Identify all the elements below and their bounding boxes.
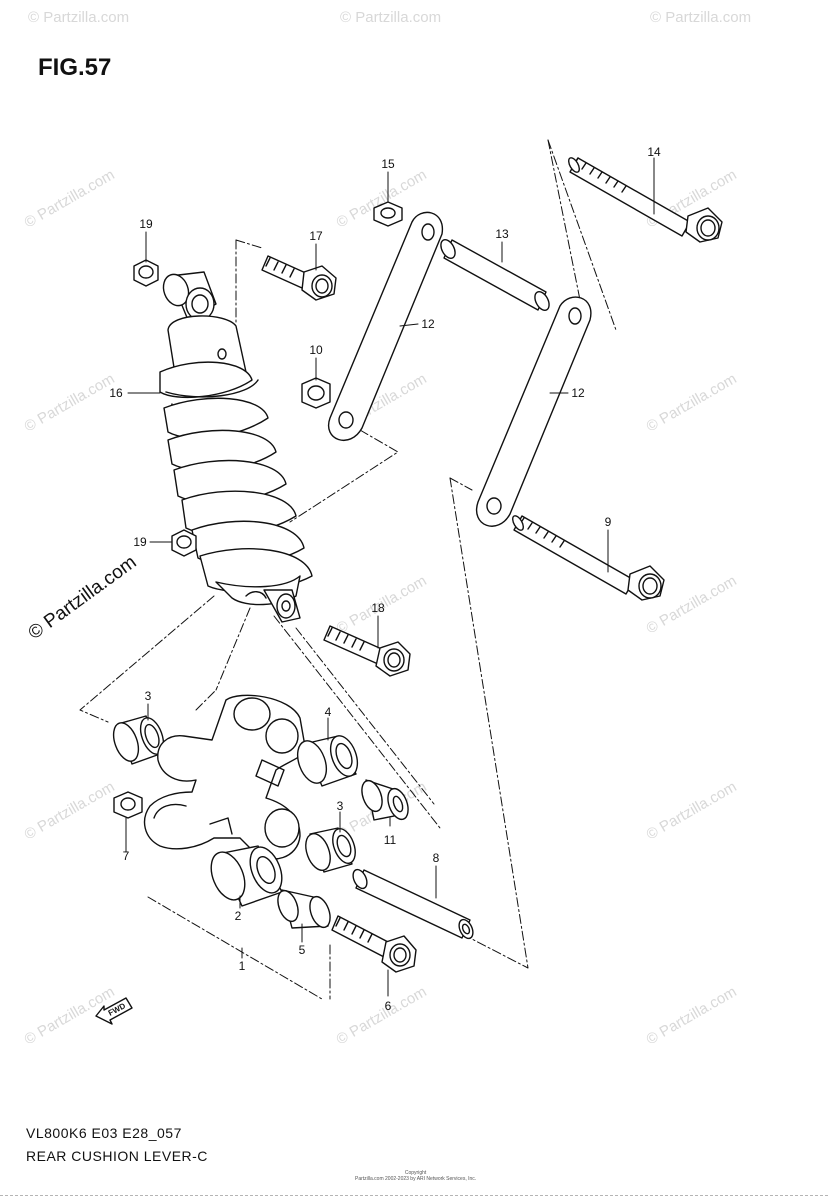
callout-1: 1 (239, 959, 246, 973)
watermark-text: © Partzilla.com (22, 778, 118, 843)
callout-9: 9 (605, 515, 612, 529)
part-7-nut (113, 791, 143, 819)
callout-12b: 12 (571, 386, 585, 400)
figure-caption: REAR CUSHION LEVER-C (26, 1148, 208, 1164)
callout-12a: 12 (421, 317, 435, 331)
watermark-text: © Partzilla.com (644, 370, 740, 435)
watermark-text: © Partzilla.com (22, 370, 118, 435)
part-3-bushing-left (112, 715, 165, 765)
part-17-bolt (261, 255, 337, 301)
bottom-divider (0, 1195, 828, 1196)
callout-5: 5 (299, 943, 306, 957)
callout-14: 14 (647, 145, 661, 159)
watermark-text: © Partzilla.com (340, 9, 441, 26)
watermark-text: © Partzilla.com (650, 9, 751, 26)
watermark-text: © Partzilla.com (334, 983, 430, 1048)
part-12-link-plate-right (475, 296, 592, 527)
part-9-bolt (512, 515, 665, 601)
part-11-collar (361, 779, 409, 821)
callout-7: 7 (123, 849, 130, 863)
part-2-bushing (210, 845, 283, 907)
callout-4: 4 (325, 705, 332, 719)
watermark-text: © Partzilla.com (28, 9, 129, 26)
callout-10: 10 (309, 343, 323, 357)
part-15-nut (373, 201, 403, 227)
part-13-sleeve (440, 239, 550, 311)
callout-19b: 19 (133, 535, 147, 549)
model-code: VL800K6 E03 E28_057 (26, 1125, 182, 1141)
part-4-bushing (296, 735, 359, 787)
figure-title: FIG.57 (38, 54, 112, 81)
part-3-bushing-right (305, 827, 356, 873)
copyright-line-1: Copyright (404, 1170, 427, 1176)
watermark-text: © Partzilla.com (644, 983, 740, 1048)
callout-6: 6 (385, 999, 392, 1013)
part-12-link-plate-left (327, 211, 443, 441)
part-5-collar (277, 889, 331, 929)
part-10-nut (301, 377, 331, 409)
callout-3b: 3 (337, 799, 344, 813)
part-16-shock-absorber (159, 271, 313, 623)
part-1-cushion-lever (143, 694, 307, 860)
callout-19a: 19 (139, 217, 153, 231)
part-6-bolt (331, 915, 417, 973)
copyright-line-2: Partzilla.com 2002-2023 by ARI Network S… (355, 1176, 477, 1182)
watermark-text: © Partzilla.com (22, 166, 118, 231)
callout-3a: 3 (145, 689, 152, 703)
part-14-bolt (568, 157, 723, 243)
callout-2: 2 (235, 909, 242, 923)
callout-13: 13 (495, 227, 509, 241)
part-19-nut-lower (171, 529, 197, 557)
callout-15: 15 (381, 157, 395, 171)
leader-lines (79, 139, 617, 1000)
callout-8: 8 (433, 851, 440, 865)
callout-18: 18 (371, 601, 385, 615)
part-19-nut-top (133, 259, 159, 287)
watermark-text-large: © Partzilla.com (25, 552, 141, 644)
part-8-shaft (352, 868, 474, 940)
callout-17: 17 (309, 229, 323, 243)
part-18-bolt (323, 625, 411, 677)
copyright-notice: Copyright Partzilla.com 2002-2023 by ARI… (355, 1170, 476, 1182)
watermark-text: © Partzilla.com (644, 778, 740, 843)
callout-lines (125, 157, 655, 997)
callout-11: 11 (384, 833, 397, 847)
fwd-arrow-icon: FWD (95, 997, 133, 1025)
callout-16: 16 (109, 386, 123, 400)
